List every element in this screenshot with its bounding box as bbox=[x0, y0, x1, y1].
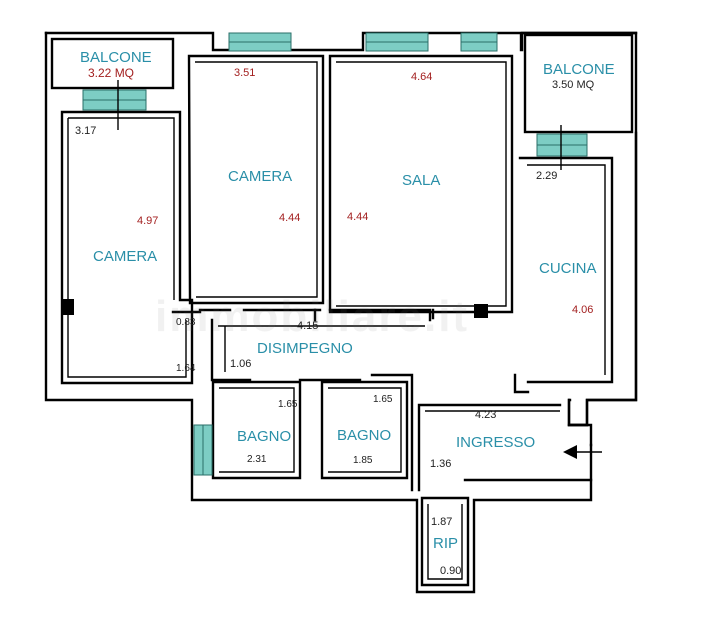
dimension-label: 1.64 bbox=[176, 363, 196, 374]
window-bagno bbox=[193, 424, 213, 476]
dimension-label: 0.90 bbox=[440, 565, 462, 577]
dimension-label: 2.29 bbox=[536, 170, 558, 182]
room-name-cucina: CUCINA bbox=[539, 260, 597, 277]
room-name-camera-top: CAMERA bbox=[228, 168, 293, 185]
dimension-label: 4.44 bbox=[347, 211, 369, 223]
outer-wall-left bbox=[44, 31, 593, 594]
dimension-label: 4.64 bbox=[411, 71, 433, 83]
entrance-arrow-icon bbox=[563, 445, 602, 459]
outer-wall-bottom-right bbox=[567, 423, 593, 447]
window-sala-1 bbox=[365, 32, 429, 52]
window-balcone-right bbox=[536, 133, 588, 157]
room-name-bagno-1: BAGNO bbox=[237, 428, 292, 445]
column-icon bbox=[62, 299, 74, 315]
room-name-camera-left: CAMERA bbox=[93, 248, 158, 265]
balcone-left-outline bbox=[50, 37, 175, 90]
room-name-ingresso: INGRESSO bbox=[456, 434, 536, 451]
disimpegno-walls bbox=[198, 308, 432, 492]
balcone-right-outline bbox=[523, 33, 634, 134]
watermark: immobiliare.it bbox=[155, 292, 470, 341]
dimension-label: 4.44 bbox=[279, 212, 301, 224]
room-name-sala: SALA bbox=[402, 172, 441, 189]
dimension-label: 4.15 bbox=[297, 320, 319, 332]
room-area-balcone-left: 3.22 MQ bbox=[88, 66, 135, 80]
room-name-rip: RIP bbox=[433, 535, 459, 552]
dimension-label: 1.36 bbox=[430, 458, 452, 470]
dimension-label: 4.23 bbox=[475, 409, 497, 421]
dimension-label: 4.97 bbox=[137, 215, 159, 227]
dimension-label: 1.06 bbox=[230, 358, 252, 370]
dimension-label: 1.85 bbox=[353, 455, 373, 466]
camera-top-walls bbox=[187, 54, 325, 305]
camera-left-inner bbox=[68, 117, 175, 300]
dimension-label: 0.83 bbox=[176, 317, 196, 328]
column-icon bbox=[474, 304, 488, 318]
dimension-label: 3.51 bbox=[234, 67, 256, 79]
dimension-label: 4.06 bbox=[572, 304, 594, 316]
bagno-2-walls bbox=[320, 380, 409, 480]
room-name-balcone-right: BALCONE bbox=[543, 61, 615, 78]
cucina-walls bbox=[518, 156, 614, 384]
rip-walls bbox=[420, 496, 470, 587]
window-balcone-left bbox=[82, 89, 147, 111]
camera-left-walls bbox=[60, 110, 194, 385]
room-name-disimpegno: DISIMPEGNO bbox=[257, 340, 353, 357]
dimension-label: 1.65 bbox=[278, 399, 298, 410]
dimension-label: 1.65 bbox=[373, 394, 393, 405]
dimension-label: 3.17 bbox=[75, 125, 97, 137]
sala-walls bbox=[328, 54, 514, 314]
room-name-bagno-2: BAGNO bbox=[337, 427, 392, 444]
room-area-balcone-right: 3.50 MQ bbox=[552, 79, 595, 91]
window-camera-top bbox=[228, 32, 292, 52]
window-sala-2 bbox=[460, 32, 498, 52]
room-name-balcone-left: BALCONE bbox=[80, 49, 152, 66]
dimension-label: 2.31 bbox=[247, 454, 267, 465]
bagno-1-walls bbox=[211, 380, 302, 480]
ingresso-walls bbox=[417, 403, 593, 492]
dimension-label: 1.87 bbox=[431, 516, 453, 528]
